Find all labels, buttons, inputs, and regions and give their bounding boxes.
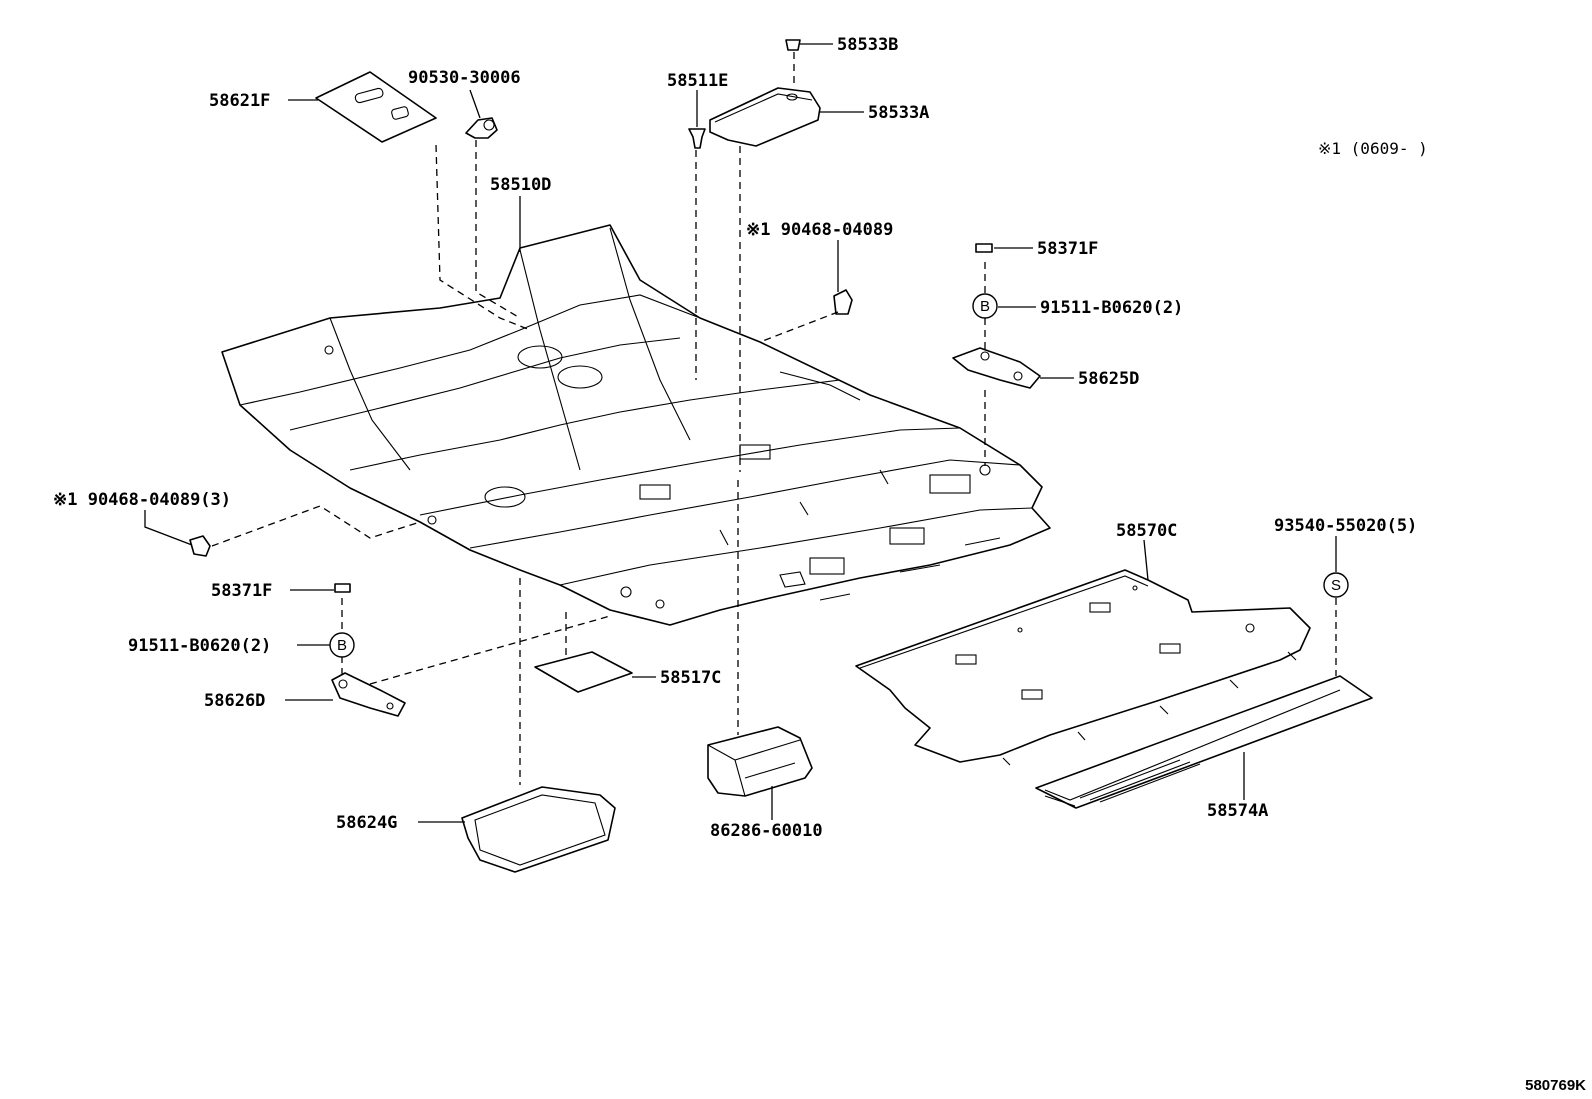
reference-lines	[211, 52, 1337, 785]
clip-90468-04089-upper	[833, 289, 853, 315]
applicability-note: ※1 (0609- )	[1318, 139, 1428, 158]
callout-58371f-top: 58371F	[1037, 239, 1098, 259]
bracket-58625d	[952, 347, 1041, 389]
callout-58517c: 58517C	[660, 668, 721, 688]
callout-58511e: 58511E	[667, 71, 728, 91]
panel-58570c	[855, 569, 1311, 766]
callout-93540-55020: 93540-55020(5)	[1274, 516, 1417, 536]
callout-90468-04089-3: ※1 90468-04089(3)	[53, 490, 231, 510]
pad-58621f	[315, 71, 437, 143]
bracket-58626d	[331, 672, 406, 717]
cover-58533a	[709, 87, 821, 147]
callout-58621f: 58621F	[209, 91, 270, 111]
callout-90530-30006: 90530-30006	[408, 68, 521, 88]
callout-58625d: 58625D	[1078, 369, 1139, 389]
callout-91511-b0620-left: 91511-B0620(2)	[128, 636, 271, 656]
clip-90468-04089-lower	[189, 535, 211, 557]
callout-58371f-left: 58371F	[211, 581, 272, 601]
fastener-58511e	[688, 128, 706, 149]
clip-90530-30006	[465, 117, 498, 139]
callout-58533b: 58533B	[837, 35, 898, 55]
block-86286-60010	[707, 726, 813, 797]
callout-58624g: 58624G	[336, 813, 397, 833]
circle-mark-b-top: B	[972, 293, 998, 319]
svg-text:S: S	[1331, 577, 1341, 594]
callout-86286-60010: 86286-60010	[710, 821, 823, 841]
floor-carpet-58510d	[221, 224, 1051, 626]
callout-58626d: 58626D	[204, 691, 265, 711]
callout-90468-04089: ※1 90468-04089	[746, 220, 893, 240]
leader-lines	[144, 43, 1337, 823]
strip-58574a	[1035, 675, 1373, 809]
svg-text:B: B	[337, 637, 347, 654]
pad-58517c	[534, 651, 633, 693]
illustration-code: 580769K	[1525, 1077, 1586, 1094]
cap-58533b	[785, 39, 801, 51]
circle-mark-b-left: B	[329, 632, 355, 658]
clip-58371f-top	[975, 243, 993, 253]
callout-58510d: 58510D	[490, 175, 551, 195]
callout-58570c: 58570C	[1116, 521, 1177, 541]
svg-text:B: B	[980, 298, 990, 315]
callout-58574a: 58574A	[1207, 801, 1268, 821]
tray-58624g	[461, 786, 616, 873]
clip-58371f-left	[334, 583, 351, 593]
circle-mark-s-right: S	[1323, 572, 1349, 598]
callout-91511-b0620-top: 91511-B0620(2)	[1040, 298, 1183, 318]
callout-58533a: 58533A	[868, 103, 929, 123]
